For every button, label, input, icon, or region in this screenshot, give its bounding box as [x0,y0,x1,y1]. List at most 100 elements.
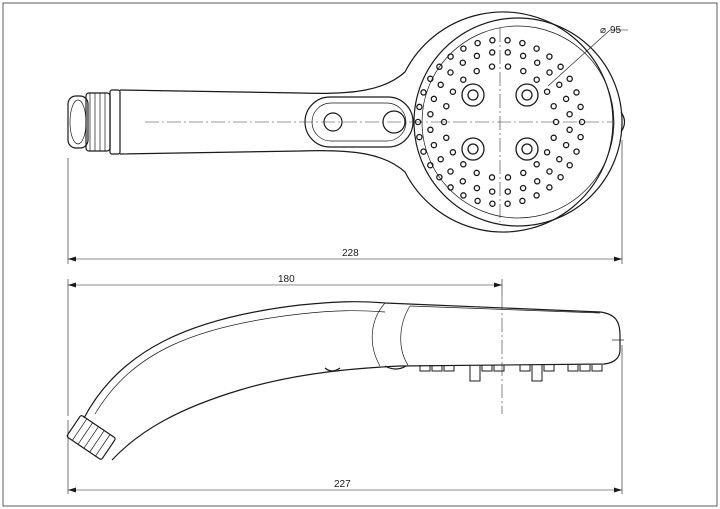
nozzle-hole [488,63,496,70]
top-view: ⌀ 95 228 [67,11,628,264]
nozzle-hole [488,188,496,195]
head-side-button [620,111,626,133]
nozzle-hole [520,169,527,177]
nozzle-hole [420,148,427,155]
massage-jet-inner [521,143,533,155]
nozzle-hole [504,63,512,70]
nozzle-hole [533,76,540,83]
nozzle-tooth [419,365,431,372]
nozzle-hole [437,81,444,89]
side-overall-length-label: 227 [334,479,351,490]
nozzle-hole [520,67,527,75]
nozzle-hole [427,75,434,83]
nozzle-hole [557,63,564,71]
nozzle-hole [573,148,580,155]
nozzle-hole [546,184,553,191]
nozzle-tooth [567,365,579,372]
nozzle-field [414,37,586,207]
nozzle-hole [449,149,457,156]
nozzle-hole [533,192,540,199]
nozzle-hole [562,141,570,149]
nozzle-hole [533,178,541,185]
nozzle-hole [427,126,434,134]
nozzle-tooth [591,365,603,372]
nozzle-hole [577,103,584,111]
nozzle-hole [577,133,584,141]
nozzle-hole [533,161,540,168]
head-diameter-label: 95 [610,25,622,36]
nozzle-hole [488,49,496,56]
nozzle-hole [488,174,496,181]
nozzle-tooth [493,365,505,372]
nozzle-hole [546,168,553,175]
nozzle-hole [489,200,496,207]
nozzle-hole [504,174,512,181]
nozzle-hole [504,37,511,44]
nozzle-hole [473,67,480,75]
nozzle-hole [504,188,512,195]
massage-jet-outer [461,137,485,161]
nozzle-hole [473,184,481,192]
nozzle-hole [427,161,434,169]
handle-length-label: 180 [278,274,295,285]
massage-jet-profile [469,365,481,382]
diameter-leader [547,29,611,87]
massage-jet-inner [467,89,479,101]
nozzle-hole [447,53,454,60]
nozzle-hole [504,49,512,56]
nozzle-hole [436,173,443,181]
nozzle-hole [519,39,526,47]
side-slider-bump [324,367,341,372]
nozzle-hole [546,69,553,76]
top-overall-length-label: 228 [342,248,359,259]
nozzle-hole [543,88,551,95]
nozzle-hole [447,69,454,76]
nozzle-tooth [431,365,443,372]
nozzle-hole [459,178,467,185]
side-view: 180 227 [66,274,624,494]
massage-jet-inner [467,143,479,155]
diameter-symbol: ⌀ [600,25,606,36]
nozzle-hole [460,161,467,168]
nozzle-hole [474,39,481,47]
nozzle-hole [447,168,454,175]
nozzle-hole [533,45,540,52]
nozzle-hole [449,88,457,95]
nozzle-hole [416,103,423,111]
nozzle-hole [573,89,580,96]
nozzle-hole [430,95,438,103]
nozzle-hole [557,173,564,181]
nozzle-hole [430,141,438,149]
nozzle-hole [566,161,573,169]
nozzle-tooth [481,365,493,372]
nozzle-hole [460,45,467,52]
massage-jet-profile [531,365,543,382]
nozzle-hole [459,59,467,66]
massage-jet-outer [461,83,485,107]
nozzle-tooth [579,365,591,372]
nozzle-hole [474,197,481,205]
nozzle-hole [436,63,443,71]
nozzle-tooth [519,365,531,372]
nozzle-hole [550,102,557,110]
nozzle-hole [489,37,496,44]
nozzle-hole [519,184,527,192]
nozzle-hole [443,134,450,142]
nozzle-hole [550,134,557,142]
nozzle-hole [543,149,551,156]
side-nozzle-teeth [419,365,603,382]
nozzle-hole [566,110,573,118]
nozzle-hole [519,52,527,60]
nozzle-hole [504,200,511,207]
nozzle-hole [447,184,454,191]
nozzle-hole [416,133,423,141]
nozzle-hole [556,81,563,89]
nozzle-hole [473,169,480,177]
nozzle-tooth [543,365,555,372]
nozzle-hole [519,197,526,205]
side-handle-outline [83,301,621,461]
nozzle-hole [566,75,573,83]
nozzle-hole [546,53,553,60]
nozzle-hole [460,76,467,83]
